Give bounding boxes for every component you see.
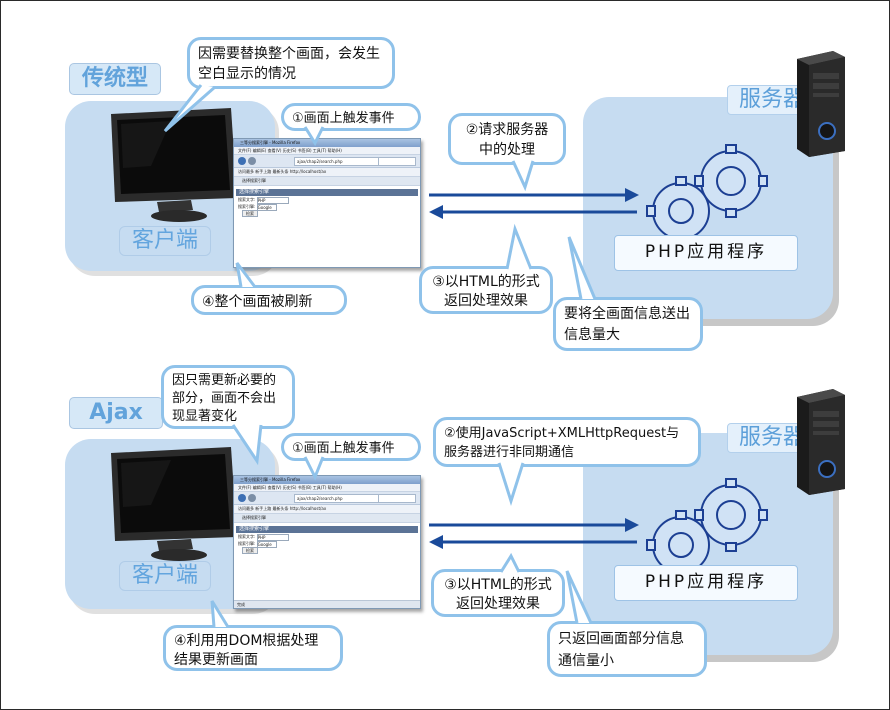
bubble-step4-ajax: ④利用用DOM根据处理结果更新画面 — [163, 625, 343, 671]
client-label-ajax: 客户端 — [119, 561, 211, 591]
browser-window: 三等分搜索引擎 - Mozilla Firefox 文件(F) 编辑(E) 查看… — [233, 475, 421, 609]
bubble-note-ajax: 只返回画面部分信息通信量小 — [547, 621, 707, 677]
bubble-step2-ajax: ②使用JavaScript+XMLHttpRequest与服务器进行非同期通信 — [433, 417, 701, 467]
request-arrow — [429, 188, 639, 219]
php-app-label-traditional: PHP应用程序 — [614, 235, 798, 271]
async-arrow — [429, 518, 639, 549]
server-label-ajax: 服务器 — [727, 423, 817, 453]
bubble-partial-update-note: 因只需更新必要的部分，画面不会出现显著变化 — [161, 365, 295, 429]
bubble-step2-traditional: ②请求服务器中的处理 — [448, 113, 566, 165]
bubble-step1-ajax: ①画面上触发事件 — [281, 433, 421, 461]
bubble-blank-screen-note: 因需要替换整个画面，会发生空白显示的情况 — [187, 37, 395, 89]
gears-icon — [646, 478, 768, 580]
client-label-traditional: 客户端 — [119, 226, 211, 256]
monitor-icon — [111, 108, 237, 222]
tag-ajax: Ajax — [69, 397, 163, 429]
browser-window: 三等分搜索引擎 - Mozilla Firefox 文件(F) 编辑(E) 查看… — [233, 138, 421, 268]
tag-traditional: 传统型 — [69, 63, 161, 95]
monitor-icon — [111, 447, 237, 561]
bubble-step1-traditional: ①画面上触发事件 — [281, 103, 421, 131]
bubble-note-traditional: 要将全画面信息送出信息量大 — [553, 297, 703, 351]
bubble-step3-ajax: ③以HTML的形式返回处理效果 — [431, 569, 565, 617]
bubble-step4-traditional: ④整个画面被刷新 — [191, 285, 347, 315]
server-tower-icon — [797, 389, 845, 495]
bubble-tail — [163, 84, 216, 133]
bubble-step3-traditional: ③以HTML的形式返回处理效果 — [419, 266, 553, 314]
server-tower-icon — [797, 51, 845, 157]
php-app-label-ajax: PHP应用程序 — [614, 565, 798, 601]
